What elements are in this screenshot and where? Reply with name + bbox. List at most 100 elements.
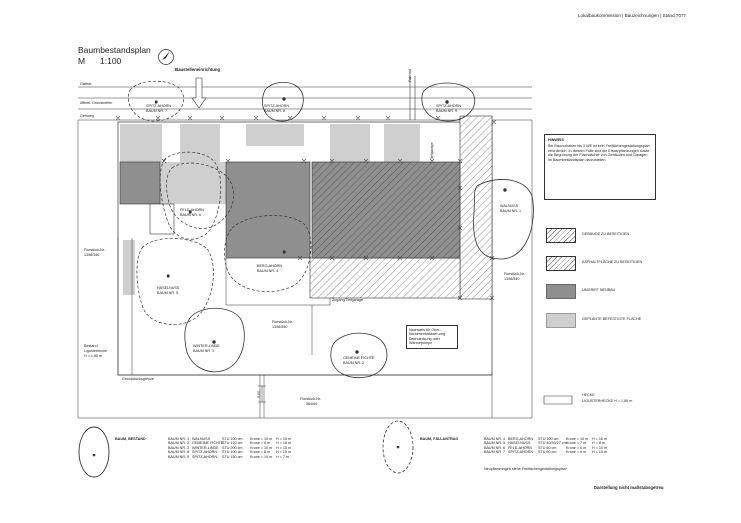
- garage-access-label: Zugang/Tiefgarage: [332, 298, 364, 302]
- legend-swatch-paved-area: [546, 313, 576, 328]
- tree-crown-spitzahorn-7: [128, 80, 184, 122]
- legend-label-building-removal: GEBÄUDE ZU BESEITIGEN: [582, 232, 630, 236]
- parcel-right-number: 1398/540: [504, 277, 520, 281]
- boundary-label: Grundstücksgrenze: [122, 377, 154, 381]
- sidewalk-label: Gehweg: [80, 114, 94, 118]
- dimension-label: 5,00: [257, 390, 261, 398]
- tree-crown-feldahorn-2: [166, 162, 235, 229]
- parcel-bottom-number: 564/66: [306, 402, 318, 406]
- legend-existing-cell: GEMEINE FICHTE: [192, 441, 224, 446]
- legend-existing-cell: H = 18 m: [276, 441, 292, 446]
- legend-swatch-new-building: [546, 284, 576, 299]
- tree-label-name-2: GEMEINE FICHTE: [343, 356, 375, 360]
- legend-existing-cell: SPITZ-AHORN: [192, 454, 217, 459]
- legend-existing-cell: Krone = 6 m: [250, 441, 271, 446]
- buildings-to-remove: [119, 161, 461, 259]
- tree-label-name-3: WINTER-LINDE: [193, 344, 220, 348]
- legend-existing-cell: STU 200 cm: [222, 445, 243, 450]
- scale-value: 1:100: [100, 56, 122, 66]
- legend-felling-cell: BERG-AHORN: [508, 437, 533, 441]
- tree-label-name-4: BERG-AHORN: [257, 264, 282, 268]
- legend-existing-cell: BAUM NR. 2: [168, 441, 190, 446]
- header-right-text: Lokalbaukommission | Bauzeichnungen | St…: [578, 13, 687, 18]
- legend-swatch-asphalt-removal: [546, 256, 576, 271]
- existing-trees: [184, 82, 534, 379]
- existing-label: Bestand: [84, 344, 98, 348]
- footer-note: Darstellung nicht maßstabsgetreu: [594, 485, 664, 490]
- legend-felling-cell: H = 16 m: [592, 437, 608, 441]
- parcel-left-number: 1398/346: [84, 253, 100, 257]
- garage-label: Tiefgarage: [430, 142, 434, 161]
- legend-felling-title: BAUM, FÄLLANTRAG: [420, 437, 459, 441]
- replanting-footnote: Neupflanzungen siehe Freiflächengestaltu…: [484, 467, 568, 471]
- tree-crown-bergahorn: [224, 215, 312, 293]
- legend-label-new-building: UMGRIFF NEUBAU: [582, 288, 616, 292]
- legend-swatch-building-removal: [546, 228, 576, 243]
- tree-crown-feldahorn: [159, 151, 222, 240]
- legend-felling-cell: BAUM NR. 4: [484, 437, 506, 441]
- legend-hedge-symbol: [543, 395, 573, 405]
- hint-box: HINWEIS Bei Bauvorhaben bis 3 WE ist kei…: [544, 134, 656, 200]
- legend-felling-cell: STU 50 cm: [538, 450, 557, 455]
- legend-felling-cell: STU 40/30/27 cm: [538, 441, 567, 446]
- parcel-center-label: Flurstück-Nr.: [272, 320, 293, 324]
- legend-felling-cell: STU 100 cm: [538, 437, 559, 441]
- legend-existing-cell: STU 150 cm: [222, 454, 243, 459]
- site-entrance-label: Baustelleneinrichtung: [175, 67, 221, 72]
- green-strip-label: öffentl. Grünstreifen: [80, 101, 113, 105]
- legend-felling-cell: HASELNUSS: [508, 441, 531, 446]
- legend-felling-cell: Krone = 6 m: [566, 450, 587, 455]
- legend-existing-cell: BAUM NR. 8: [168, 450, 190, 455]
- scale-m: M: [78, 56, 86, 66]
- legend-felling-cell: Krone = 6 m: [566, 445, 587, 450]
- site-entrance-arrow: [191, 77, 207, 109]
- parcel-center-number: 1398/550: [272, 325, 288, 329]
- legend-felling-cell: BAUM NR. 6: [484, 445, 506, 450]
- tree-label-number-9: BAUM NR. 9: [436, 109, 458, 113]
- tree-label-number-5: BAUM NR. 5: [157, 291, 179, 295]
- legend-existing-cell: STU 100 cm: [222, 450, 243, 455]
- bike-label: Fahrrad: [408, 69, 412, 82]
- parcel-left-label: Flurstück-Nr.: [84, 248, 105, 252]
- legend-label-hedge-type: LIGUSTERHECKE H = 1,80 m: [582, 399, 633, 403]
- legend-existing-cell: H = 15 m: [276, 437, 292, 441]
- tree-crown-winterlinde: [184, 307, 245, 373]
- legend-existing-cell: BAUM NR. 1: [168, 437, 190, 441]
- hint-text: Bei Bauvorhaben bis 3 WE ist kein Freifl…: [548, 144, 650, 162]
- legend-existing-cell: Krone = 10 m: [250, 437, 273, 441]
- parcel-bottom-label: Flurstück-Nr.: [300, 397, 321, 401]
- legend-felling-cell: BAUM NR. 7: [484, 450, 506, 455]
- tree-label-name-8: SPITZ-AHORN: [264, 104, 289, 108]
- tree-label-number-4: BAUM NR. 4: [257, 269, 279, 273]
- legend-label-hedge: HECKE: [582, 393, 595, 397]
- legend-existing-cell: SPITZ-AHORN: [192, 450, 217, 455]
- legend-existing-cell: Krone = 10 m: [250, 454, 273, 459]
- legend-existing-cell: WALNUSS: [192, 437, 211, 441]
- tree-label-number-2: BAUM NR. 2: [343, 361, 365, 365]
- legend-felling-cell: BAUM NR. 5: [484, 441, 506, 446]
- legend-felling-cell: FELD-AHORN: [508, 445, 532, 450]
- legend-existing-cell: H = 15 m: [276, 445, 292, 450]
- dimension-line: [258, 385, 266, 403]
- legend-existing-cell: STU 120 cm: [222, 441, 243, 446]
- legend-felling-cell: H = 10 m: [592, 445, 608, 450]
- asphalt-removal-area: [459, 115, 493, 300]
- drainage-note: Nachweis für Ober-flächenentwässer-ung. …: [406, 325, 458, 349]
- hedge-label: Ligusterhecke: [84, 349, 107, 353]
- legend-label-paved-area: GEPLANTE BEFESTIGTE FLÄCHE: [582, 317, 642, 321]
- legend-tree-symbols: [78, 420, 414, 478]
- tree-label-number-7: BAUM NR. 7: [146, 109, 168, 113]
- street-label: Gartstr.: [80, 82, 93, 86]
- tree-label-name-6: FELD-AHORN: [180, 208, 204, 212]
- parcel-right-label: Flurstück-Nr.: [504, 272, 525, 276]
- legend-existing-cell: STU 100 cm: [222, 437, 243, 441]
